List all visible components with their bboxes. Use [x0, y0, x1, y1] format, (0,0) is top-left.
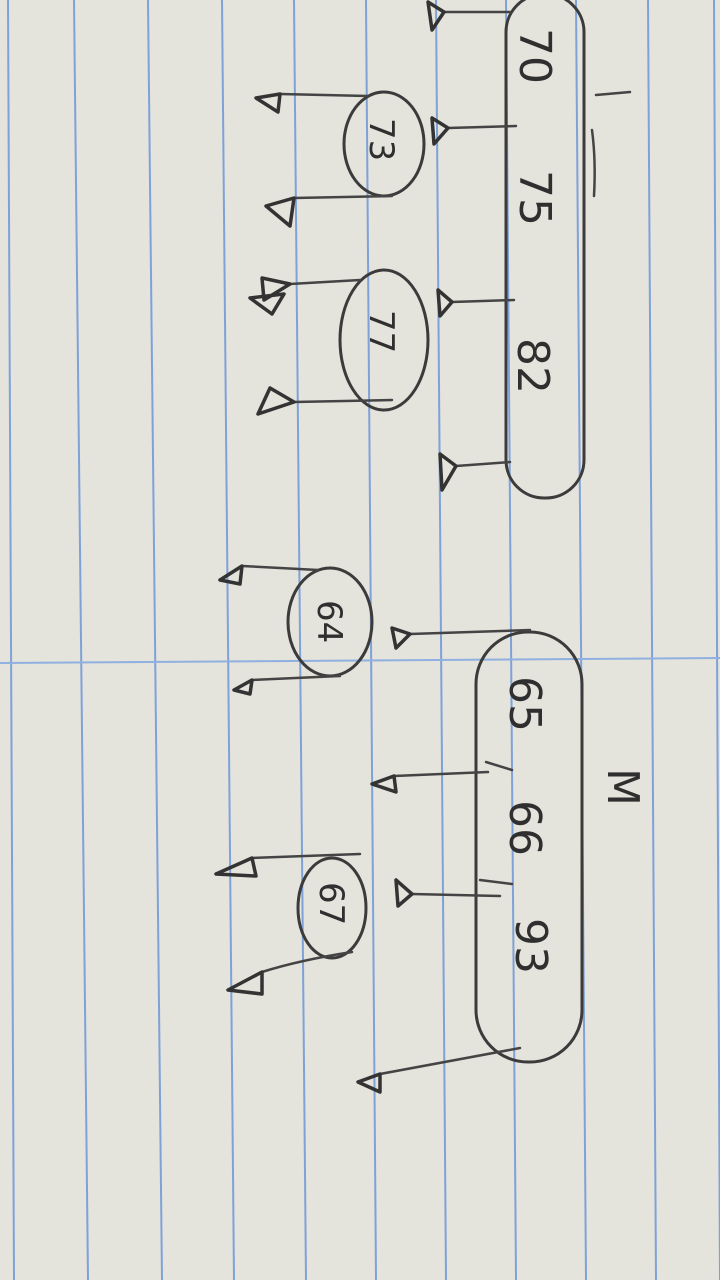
- rule-line: [713, 0, 720, 1280]
- pointer-triangle-icon: [390, 626, 412, 650]
- rule-line: [505, 0, 517, 1280]
- upper-child-73: 73: [254, 90, 426, 228]
- upper-node-key-3: 82: [507, 338, 558, 394]
- pointer-triangle-icon: [370, 774, 398, 794]
- upper-node-key-1: 70: [509, 28, 560, 84]
- rule-line: [435, 0, 447, 1280]
- pointer-triangle-icon: [232, 678, 254, 696]
- lower-child-67: 67: [214, 852, 368, 996]
- lower-child-key-1: 64: [309, 600, 349, 643]
- pointer-triangle-icon: [438, 452, 458, 492]
- upper-child-key-2: 77: [361, 310, 401, 353]
- pointer-triangle-icon: [248, 292, 286, 316]
- pointer-triangle-icon: [394, 878, 414, 908]
- lower-node-key-3: 93: [505, 918, 556, 974]
- pointer-triangle-icon: [430, 116, 450, 146]
- rule-line: [221, 0, 235, 1280]
- upper-child-77: 77: [248, 268, 430, 416]
- key-divider: [594, 90, 632, 97]
- lower-node-key-1: 65: [499, 676, 550, 732]
- rule-line: [73, 0, 89, 1280]
- pointer-triangle-icon: [356, 1072, 382, 1094]
- key-divider: [478, 878, 514, 886]
- rule-line: [575, 0, 587, 1280]
- pointer-triangle-icon: [260, 276, 292, 302]
- pointer-triangle-icon: [214, 856, 258, 878]
- upper-node-outline: [504, 0, 586, 500]
- upper-node-pointers: [426, 0, 518, 492]
- pointer-triangle-icon: [264, 196, 296, 228]
- child-circle: [338, 268, 430, 412]
- lower-child-key-2: 67: [311, 882, 351, 925]
- pointer-triangle-icon: [254, 92, 282, 114]
- pointer-triangle-icon: [256, 386, 296, 416]
- rule-line: [647, 0, 657, 1280]
- lower-node-outline: [474, 630, 584, 1064]
- pointer-triangle-icon: [426, 0, 446, 32]
- lower-node-pointers: [356, 626, 532, 1094]
- upper-node: 70 75 82 73 77: [248, 0, 632, 500]
- pointer-triangle-icon: [436, 288, 454, 318]
- rule-line: [293, 0, 307, 1280]
- upper-node-key-2: 75: [509, 170, 560, 226]
- rule-line: [147, 0, 163, 1280]
- key-divider: [484, 760, 514, 772]
- lower-node: M 65 66 93 64 67: [214, 564, 648, 1094]
- upper-child-key-1: 73: [361, 118, 401, 161]
- child-circle: [296, 856, 368, 960]
- lower-child-64: 64: [218, 564, 374, 696]
- rule-line: [7, 0, 15, 1280]
- key-divider: [590, 128, 596, 198]
- lower-node-label: M: [597, 768, 648, 806]
- pointer-triangle-icon: [226, 970, 264, 996]
- pointer-triangle-icon: [218, 564, 244, 586]
- lower-node-key-2: 66: [499, 800, 550, 856]
